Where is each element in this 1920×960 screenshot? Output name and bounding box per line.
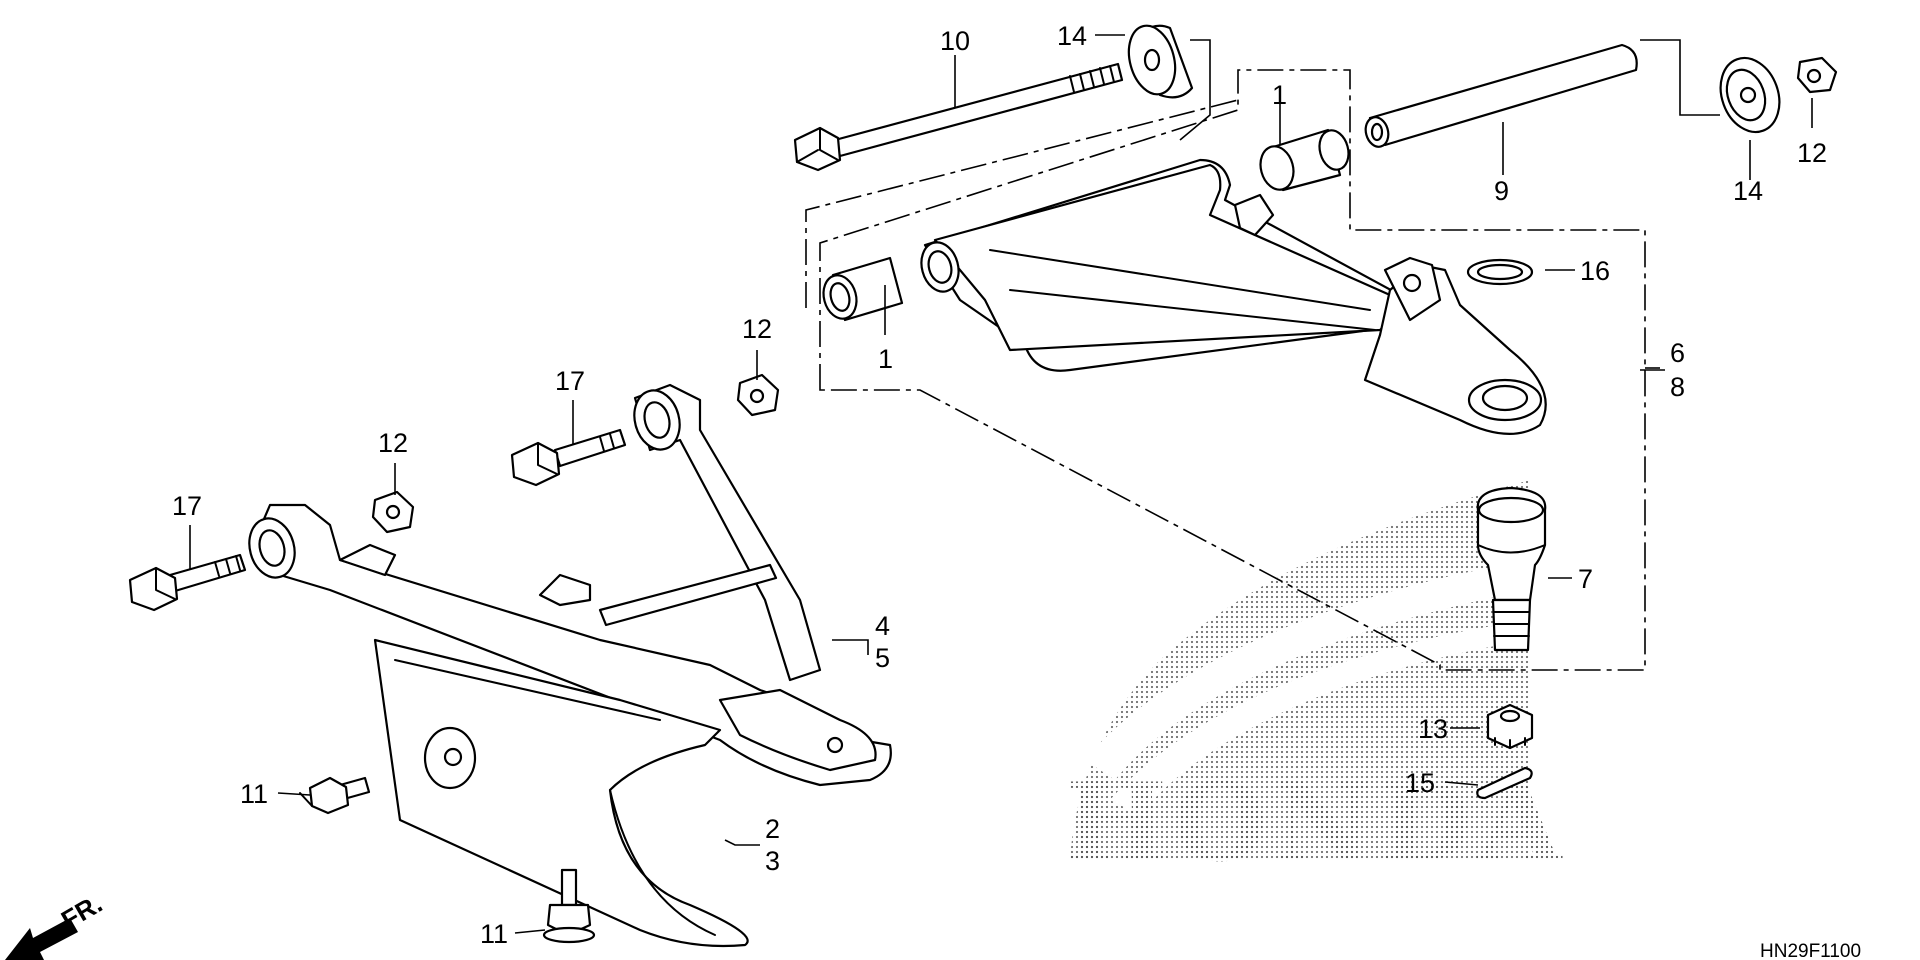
callout-2: 2 — [765, 814, 780, 844]
callout-11-a: 11 — [240, 779, 268, 809]
callout-9: 9 — [1494, 176, 1509, 206]
callout-17-left: 17 — [172, 491, 202, 521]
part-11-bolt-b — [542, 868, 596, 944]
leader-lines — [189, 34, 1813, 934]
part-17-bolt-left — [128, 553, 247, 612]
callout-5: 5 — [875, 643, 890, 673]
part-6-8-upper-arm — [920, 158, 1547, 435]
callout-3: 3 — [765, 846, 780, 876]
part-17-bolt-mid — [510, 428, 627, 487]
callout-10: 10 — [940, 26, 970, 56]
callout-labels: 10 14 1 1 9 14 12 16 6 8 7 13 15 12 17 1… — [172, 21, 1861, 960]
part-13-castle-nut — [1486, 703, 1534, 750]
callout-14-right: 14 — [1733, 176, 1763, 206]
callout-12-right: 12 — [1797, 138, 1827, 168]
part-12-nut-mid — [736, 373, 780, 417]
upper-arm-group-outline — [805, 69, 1646, 671]
part-16-snap-ring — [1466, 258, 1534, 286]
callout-1-top: 1 — [1272, 80, 1287, 110]
part-1-bushing-left — [822, 256, 904, 322]
bracket-lines — [1179, 39, 1720, 369]
callout-6: 6 — [1670, 338, 1685, 368]
callout-15: 15 — [1405, 768, 1435, 798]
part-14-grommet-right — [1719, 56, 1781, 134]
part-15-cotter-pin — [1476, 766, 1533, 800]
callout-14-top: 14 — [1057, 21, 1087, 51]
callout-17-mid: 17 — [555, 366, 585, 396]
callout-11-b: 11 — [480, 919, 508, 949]
callout-8: 8 — [1670, 372, 1685, 402]
part-2-3-skid-plate — [373, 638, 749, 948]
part-1-bushing-top — [1259, 128, 1350, 192]
callout-1-left: 1 — [878, 344, 893, 374]
part-14-grommet-top — [1127, 24, 1194, 99]
part-9-pivot-tube — [1364, 43, 1638, 148]
honda-watermark: HONDA — [1065, 480, 1567, 886]
part-10-long-bolt — [793, 62, 1124, 172]
part-12-nut-right — [1796, 56, 1838, 94]
callout-16: 16 — [1580, 256, 1610, 286]
part-11-bolt-a — [299, 776, 371, 815]
callout-12-mid: 12 — [742, 314, 772, 344]
front-direction-arrow: FR. — [5, 888, 107, 960]
callout-12-left: 12 — [378, 428, 408, 458]
watermark-text: HONDA — [1065, 760, 1567, 886]
callout-13: 13 — [1418, 714, 1448, 744]
callout-4: 4 — [875, 611, 890, 641]
diagram-code: HN29F1100 — [1760, 941, 1861, 960]
part-12-nut-left — [371, 490, 415, 534]
part-4-5-lower-arm — [248, 383, 892, 787]
callout-7: 7 — [1578, 564, 1593, 594]
part-7-ball-joint — [1476, 486, 1547, 652]
